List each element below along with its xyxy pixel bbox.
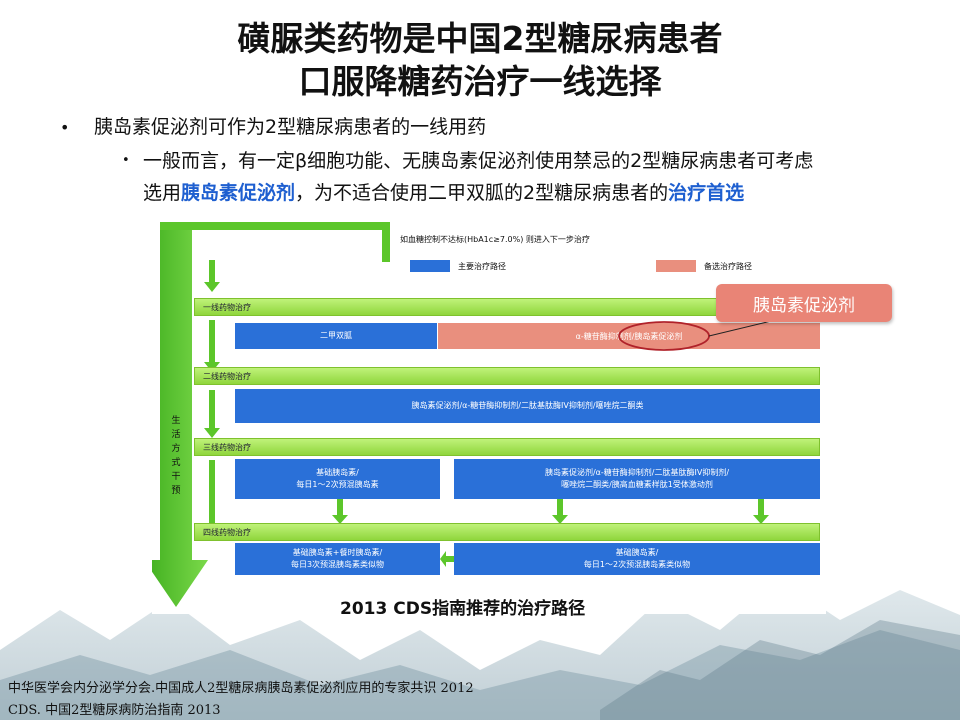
stage3-right-box: 胰岛素促泌剂/α-糖苷酶抑制剂/二肽基肽酶IV抑制剂/ 噻唑烷二酮类/胰高血糖素… bbox=[454, 459, 820, 499]
legend-main-label: 主要治疗路径 bbox=[458, 262, 506, 271]
lifestyle-char: 方 bbox=[171, 444, 181, 454]
highlight-circle bbox=[618, 321, 710, 351]
lifestyle-arrow bbox=[152, 222, 208, 607]
treatment-flowchart: 生 活 方 式 干 预 如血糖控制不达标(HbA1c≥7.0%) 则进入下一步治… bbox=[152, 222, 826, 614]
legend-main-swatch bbox=[410, 260, 450, 272]
stage1-label: 一线药物治疗 bbox=[203, 303, 251, 312]
stage3-right-line1: 胰岛素促泌剂/α-糖苷酶抑制剂/二肽基肽酶IV抑制剂/ bbox=[544, 468, 730, 477]
highlight-secretagogue: 胰岛素促泌剂 bbox=[181, 182, 296, 204]
bullet-icon-sub: • bbox=[122, 153, 130, 168]
stage3-right-line2: 噻唑烷二酮类/胰高血糖素样肽1受体激动剂 bbox=[561, 480, 713, 489]
stage3-label: 三线药物治疗 bbox=[203, 443, 251, 452]
stage1-bar: 一线药物治疗 bbox=[194, 298, 820, 316]
lifestyle-char: 活 bbox=[171, 430, 181, 440]
secretagogue-callout: 胰岛素促泌剂 bbox=[716, 284, 892, 322]
legend-alt-swatch bbox=[656, 260, 696, 272]
bullet-level2-line1: 一般而言，有一定β细胞功能、无胰岛素促泌剂使用禁忌的2型糖尿病患者可考虑 bbox=[143, 150, 814, 172]
highlight-first-choice: 治疗首选 bbox=[668, 182, 745, 204]
reference-2: CDS. 中国2型糖尿病防治指南 2013 bbox=[8, 703, 221, 718]
stage2-label: 二线药物治疗 bbox=[203, 372, 251, 381]
stage2-box: 胰岛素促泌剂/α-糖苷酶抑制剂/二肽基肽酶IV抑制剂/噻唑烷二酮类 bbox=[235, 389, 820, 423]
lifestyle-label: 生 活 方 式 干 预 bbox=[170, 414, 182, 498]
stage4-left-line2: 每日3次预混胰岛素类似物 bbox=[290, 560, 385, 569]
left-arrow-icon bbox=[440, 551, 456, 567]
lifestyle-char: 预 bbox=[171, 486, 181, 496]
stage4-right-line1: 基础胰岛素/ bbox=[615, 548, 659, 557]
stage3-left-line2: 每日1～2次预混胰岛素 bbox=[296, 480, 379, 489]
bullet-level2-line2: 选用胰岛素促泌剂，为不适合使用二甲双胍的2型糖尿病患者的治疗首选 bbox=[143, 180, 744, 206]
stage4-left-line1: 基础胰岛素+餐时胰岛素/ bbox=[292, 548, 383, 557]
stage4-right-line2: 每日1～2次预混胰岛素类似物 bbox=[583, 560, 691, 569]
stage3-bar: 三线药物治疗 bbox=[194, 438, 820, 456]
stage3-down-arrows bbox=[332, 499, 769, 524]
lifestyle-char: 式 bbox=[171, 458, 181, 468]
mountain-background bbox=[0, 580, 960, 720]
page-title-line2: 口服降糖药治疗一线选择 bbox=[298, 62, 662, 101]
header-note: 如血糖控制不达标(HbA1c≥7.0%) 则进入下一步治疗 bbox=[400, 235, 590, 244]
stage4-bar: 四线药物治疗 bbox=[194, 523, 820, 541]
stage3-left-box: 基础胰岛素/ 每日1～2次预混胰岛素 bbox=[235, 459, 440, 499]
text-segment: ，为不适合使用二甲双胍的2型糖尿病患者的 bbox=[295, 182, 669, 204]
top-connector bbox=[160, 222, 390, 262]
stage4-right-box: 基础胰岛素/ 每日1～2次预混胰岛素类似物 bbox=[454, 543, 820, 575]
stage4-label: 四线药物治疗 bbox=[203, 528, 251, 537]
reference-1: 中华医学会内分泌学分会.中国成人2型糖尿病胰岛素促泌剂应用的专家共识 2012 bbox=[8, 681, 474, 696]
lifestyle-char: 生 bbox=[171, 416, 181, 426]
stage2-bar: 二线药物治疗 bbox=[194, 367, 820, 385]
text-segment: 选用 bbox=[143, 182, 182, 204]
bullet-level1: 胰岛素促泌剂可作为2型糖尿病患者的一线用药 bbox=[94, 116, 487, 138]
stage1-main-box: 二甲双胍 bbox=[235, 323, 437, 349]
stage4-left-box: 基础胰岛素+餐时胰岛素/ 每日3次预混胰岛素类似物 bbox=[235, 543, 440, 575]
lifestyle-char: 干 bbox=[171, 472, 181, 482]
bullet-icon: • bbox=[60, 118, 70, 137]
legend-alt-label: 备选治疗路径 bbox=[704, 262, 752, 271]
flowchart-caption: 2013 CDS指南推荐的治疗路径 bbox=[340, 599, 586, 619]
stage3-left-line1: 基础胰岛素/ bbox=[316, 468, 359, 477]
page-title-line1: 磺脲类药物是中国2型糖尿病患者 bbox=[237, 19, 723, 58]
